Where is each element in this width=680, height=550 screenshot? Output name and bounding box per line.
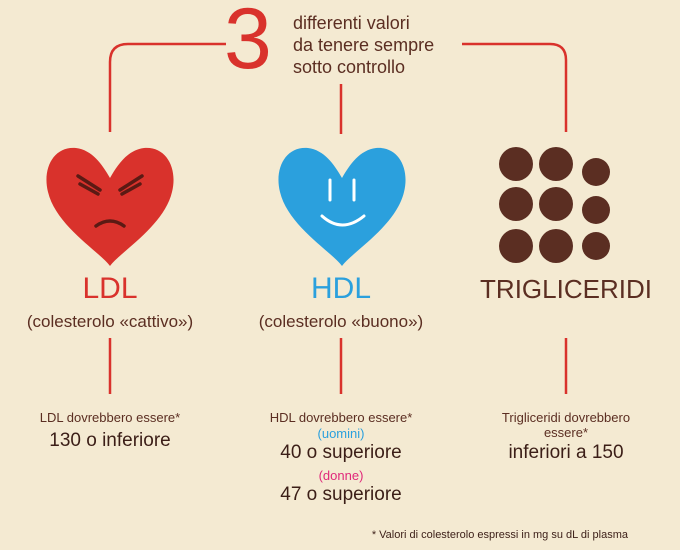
ldl-note: LDL dovrebbero essere* [39,410,181,425]
footnote: * Valori di colesterolo espressi in mg s… [371,529,628,541]
header-text: differenti valori da tenere sempre sotto… [293,12,434,78]
triglyceride-dots-icon [499,147,610,263]
hdl-heart-icon [278,147,406,266]
ldl-heart-icon [46,147,174,266]
trig-note-line-2: essere* [543,425,589,440]
header-line-1: differenti valori [293,13,410,33]
hdl-subtitle: (colesterolo «buono») [258,312,424,331]
header-line-3: sotto controllo [293,57,406,77]
hdl-women-value: 47 o superiore [280,484,402,505]
hdl-title: HDL [310,272,371,305]
ldl-value: 130 o inferiore [49,430,171,451]
hdl-note: HDL dovrebbero essere* [269,410,413,425]
hdl-men-label: (uomini) [317,426,365,441]
hdl-men-value: 40 o superiore [280,442,402,463]
trig-value: inferiori a 150 [508,442,624,463]
ldl-subtitle: (colesterolo «cattivo») [26,312,194,331]
header-number: 3 [224,0,272,87]
hdl-women-label: (donne) [318,468,364,483]
trig-note-line-1: Trigliceridi dovrebbero [501,410,631,425]
connector-right [462,42,568,132]
connector-left [108,42,226,132]
ldl-title: LDL [82,272,138,305]
header-line-2: da tenere sempre [293,35,435,55]
trig-title: TRIGLICERIDI [480,274,652,304]
